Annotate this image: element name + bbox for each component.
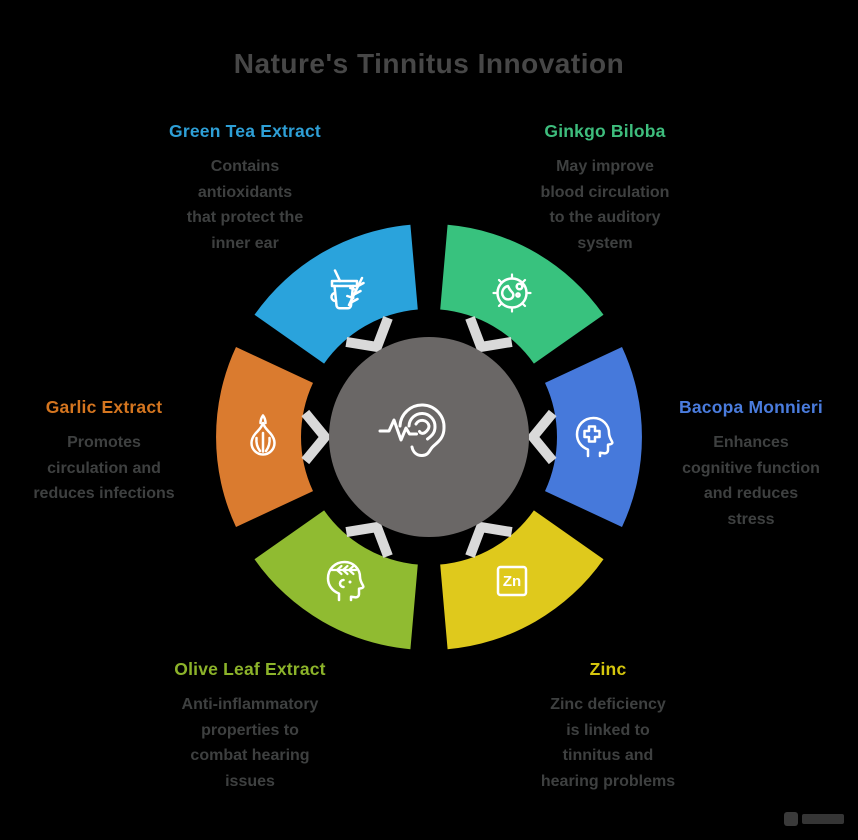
- section-ginkgo: Ginkgo Biloba May improve blood circulat…: [494, 121, 716, 256]
- section-title: Zinc: [589, 659, 627, 679]
- segment-bacopa: [545, 347, 642, 527]
- section-description: May improve blood circulation to the aud…: [540, 158, 670, 252]
- section-green-tea: Green Tea Extract Contains antioxidants …: [132, 121, 358, 256]
- section-title: Bacopa Monnieri: [679, 397, 823, 417]
- chevron-arrow: [528, 409, 557, 465]
- chevron-arrow: [301, 409, 330, 465]
- section-title: Ginkgo Biloba: [544, 121, 666, 141]
- segment-garlic: [216, 347, 313, 527]
- chevron-arrow: [345, 522, 393, 558]
- section-zinc: Zinc Zinc deficiency is linked to tinnit…: [500, 659, 716, 794]
- section-title: Olive Leaf Extract: [174, 659, 326, 679]
- chevron-arrow: [465, 316, 513, 352]
- zinc-symbol-text: Zn: [503, 573, 521, 590]
- head-olive-branch-icon: [326, 560, 365, 602]
- wheel-diagram: Zn: [216, 224, 642, 650]
- section-description: Enhances cognitive function and reduces …: [682, 434, 820, 528]
- section-description: Promotes circulation and reduces infecti…: [33, 434, 175, 502]
- segment-ginkgo: [440, 224, 604, 364]
- segment-zinc: [440, 510, 604, 650]
- section-garlic: Garlic Extract Promotes circulation and …: [0, 397, 208, 507]
- microbe-icon: [492, 273, 532, 313]
- segment-olive-leaf: [254, 510, 418, 650]
- section-description: Contains antioxidants that protect the i…: [186, 158, 304, 252]
- section-bacopa: Bacopa Monnieri Enhances cognitive funct…: [645, 397, 857, 532]
- head-cross-icon: [575, 416, 614, 458]
- chevron-arrow: [345, 316, 393, 352]
- section-title: Garlic Extract: [45, 397, 163, 417]
- watermark-icon: [784, 812, 798, 826]
- garlic-bulb-icon: [250, 414, 276, 456]
- section-title: Green Tea Extract: [169, 121, 321, 141]
- section-description: Anti-inflammatory properties to combat h…: [181, 696, 319, 790]
- watermark-text-bar: [802, 814, 844, 824]
- page-title: Nature's Tinnitus Innovation: [233, 48, 625, 79]
- tea-cup-icon: [330, 269, 365, 310]
- section-olive-leaf: Olive Leaf Extract Anti-inflammatory pro…: [138, 659, 362, 794]
- ear-soundwave-icon: [378, 403, 446, 457]
- zinc-symbol-icon: Zn: [496, 565, 528, 597]
- watermark-logo: [784, 810, 844, 828]
- section-description: Zinc deficiency is linked to tinnitus an…: [540, 696, 676, 790]
- chevron-arrow: [465, 522, 513, 558]
